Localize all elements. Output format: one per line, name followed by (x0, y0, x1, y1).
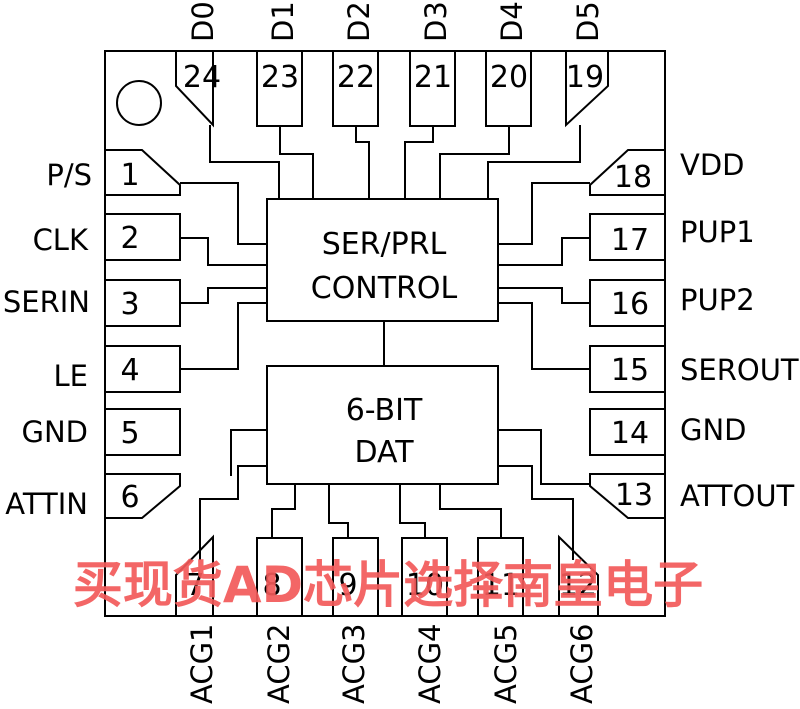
pin-22-number: 22 (337, 60, 375, 95)
pin-18-label: VDD (680, 148, 745, 182)
pin-8-pad (256, 537, 303, 617)
pin-11-number: 11 (482, 568, 520, 603)
pin-9-number: 9 (338, 568, 357, 603)
pin-17-label: PUP1 (680, 215, 755, 249)
left-pins: 1 2 3 4 5 6 P/S CLK SERIN LE GND ATTIN (3, 149, 181, 521)
pin-13-label: ATTOUT (680, 479, 795, 513)
pin-14-label: GND (680, 413, 747, 447)
pin-17-number: 17 (611, 223, 649, 258)
pin-10-number: 10 (406, 568, 444, 603)
pin-2-number: 2 (120, 221, 139, 256)
pin-20-number: 20 (490, 60, 528, 95)
pin-18-pad (589, 149, 665, 196)
pin-12-label: ACG6 (565, 623, 599, 704)
watermark-text: 买现货AD芯片选择南皇电子 (73, 556, 703, 614)
pin-9-label: ACG3 (337, 623, 371, 704)
right-pins: 18 17 16 15 14 13 VDD PUP1 PUP2 SEROUT G… (589, 148, 799, 519)
pin-6-label: ATTIN (5, 487, 88, 521)
dat-block-line1: 6-BIT (346, 393, 423, 428)
pin-18-number: 18 (614, 160, 652, 195)
pin-9-pad (332, 537, 379, 617)
ser-prl-control-block (266, 198, 499, 322)
routing-wires (180, 125, 590, 560)
pin-19-pad (565, 51, 609, 128)
bottom-pins: 7 8 9 10 11 12 ACG1 ACG2 ACG3 ACG4 ACG5 … (175, 534, 599, 704)
pin-21-number: 21 (414, 60, 452, 95)
pin-23-number: 23 (261, 60, 299, 95)
pin-2-pad (104, 213, 181, 261)
pin-16-label: PUP2 (680, 283, 755, 317)
pin-12-pad (558, 534, 599, 616)
pin-22-label: D2 (342, 1, 376, 42)
pin-6-pad (105, 473, 181, 519)
pin-14-pad (589, 408, 666, 456)
pin-23-label: D1 (266, 1, 300, 42)
pin-14-number: 14 (611, 416, 649, 451)
pin-8-label: ACG2 (262, 623, 296, 704)
six-bit-dat-block (266, 365, 499, 485)
pin-11-label: ACG5 (489, 623, 523, 704)
pin-13-pad (589, 473, 665, 519)
package-outline (104, 50, 666, 617)
control-block-line1: SER/PRL (322, 227, 447, 262)
pin-4-number: 4 (120, 353, 139, 388)
pin-3-label: SERIN (3, 285, 90, 319)
pin-5-label: GND (22, 415, 89, 449)
pin-7-pad (175, 534, 214, 616)
pin-16-number: 16 (611, 287, 649, 322)
pin-4-pad (104, 345, 181, 393)
pin-1-number: 1 (120, 158, 139, 193)
pin-15-label: SEROUT (680, 353, 799, 387)
dat-block-line2: DAT (354, 435, 414, 470)
pin-20-label: D4 (495, 1, 529, 42)
pin-5-pad (104, 408, 181, 456)
control-block-line2: CONTROL (311, 271, 458, 306)
pin-24-pad (175, 51, 214, 128)
pin-15-number: 15 (611, 353, 649, 388)
pin-24-label: D0 (186, 1, 220, 42)
pin-3-pad (104, 279, 181, 327)
pin-12-number: 12 (559, 568, 597, 603)
pin1-marker-circle (116, 80, 162, 126)
pin-10-label: ACG4 (413, 623, 447, 704)
pin-7-number: 7 (185, 568, 204, 603)
pin-8-number: 8 (262, 568, 281, 603)
pin-13-number: 13 (615, 478, 653, 513)
pin-4-label: LE (54, 359, 88, 393)
pin-21-label: D3 (419, 1, 453, 42)
pin-5-number: 5 (120, 416, 139, 451)
pin-1-pad (105, 149, 181, 196)
pin-1-label: P/S (46, 158, 92, 192)
pin-19-number: 19 (566, 60, 604, 95)
pin-24-number: 24 (183, 60, 221, 95)
pin-2-label: CLK (33, 223, 89, 257)
pin-3-number: 3 (120, 287, 139, 322)
top-pins: 24 23 22 21 20 19 D0 D1 D2 D3 D4 D5 (175, 1, 609, 128)
pin-19-label: D5 (571, 1, 605, 42)
pin-6-number: 6 (120, 480, 139, 515)
pin-7-label: ACG1 (185, 623, 219, 704)
